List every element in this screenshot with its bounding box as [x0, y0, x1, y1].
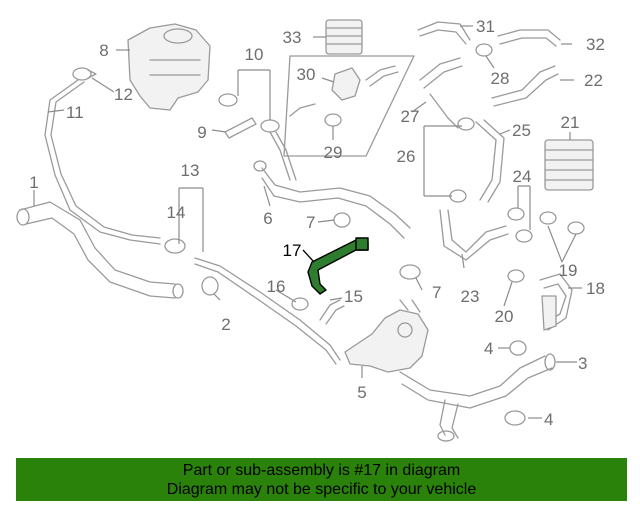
part-24-clamps[interactable]	[507, 207, 533, 243]
part-9-bolt[interactable]	[224, 117, 257, 139]
part-2-clamp[interactable]	[201, 276, 219, 296]
part-28-clamp[interactable]	[475, 43, 493, 57]
callout-28: 28	[491, 69, 510, 88]
callout-21: 21	[561, 113, 580, 132]
callout-24: 24	[513, 167, 532, 186]
callout-15: 15	[344, 287, 363, 306]
callout-4-upper: 4	[484, 339, 493, 358]
callout-25: 25	[512, 121, 531, 140]
part-32-hose[interactable]	[497, 29, 561, 47]
callout-labels: 1 2 3 4 4 5 6 7 7 8 9 10 11 12 13 14 15 …	[29, 17, 605, 429]
callout-6: 6	[263, 209, 272, 228]
callout-7-lower: 7	[432, 283, 441, 302]
callout-17-highlighted: 17	[283, 241, 302, 260]
part-29-clamp[interactable]	[324, 113, 342, 127]
part-31-pipe[interactable]	[417, 21, 471, 45]
part-25-pipe[interactable]	[475, 119, 505, 203]
callout-10: 10	[245, 45, 264, 64]
callout-26: 26	[397, 147, 416, 166]
part-33-cooler[interactable]	[325, 19, 363, 55]
callout-30: 30	[297, 65, 316, 84]
part-19-clamps[interactable]	[539, 211, 585, 235]
part-5-housing[interactable]	[344, 299, 429, 373]
part-27-hose[interactable]	[419, 57, 463, 129]
part-7-clamp-lower[interactable]	[399, 264, 421, 280]
part-11-hose[interactable]	[44, 79, 161, 245]
part-4-clamp-upper[interactable]	[509, 340, 527, 356]
callout-7-upper: 7	[306, 213, 315, 232]
part-29-30-kit-box	[283, 55, 415, 157]
part-21-oil-cooler[interactable]	[544, 139, 594, 191]
part-13-hose[interactable]	[194, 257, 341, 365]
callout-14: 14	[167, 203, 186, 222]
part-6-coolant-pipe[interactable]	[253, 131, 411, 239]
part-15-hose[interactable]	[319, 299, 345, 325]
banner-line-2: Diagram may not be specific to your vehi…	[166, 481, 477, 498]
leader-lines	[33, 25, 582, 419]
callout-22: 22	[584, 71, 603, 90]
part-17-highlighted-pipe[interactable]	[307, 237, 369, 295]
part-18-hose[interactable]	[539, 273, 573, 331]
callout-1: 1	[29, 173, 38, 192]
callout-23: 23	[461, 287, 480, 306]
part-8-expansion-tank[interactable]	[127, 23, 211, 111]
callout-9: 9	[197, 123, 206, 142]
callout-4-lower: 4	[544, 410, 553, 429]
callout-8: 8	[99, 41, 108, 60]
part-23-hose[interactable]	[439, 209, 509, 261]
banner-line-1: Part or sub-assembly is #17 in diagram	[182, 462, 461, 479]
part-14-clamp[interactable]	[164, 238, 186, 254]
callout-2: 2	[221, 315, 230, 334]
part-30-fitting[interactable]	[289, 65, 399, 117]
part-12-clamp[interactable]	[72, 67, 97, 81]
callout-31: 31	[476, 17, 495, 36]
callout-12: 12	[114, 85, 133, 104]
callout-27: 27	[401, 107, 420, 126]
callout-5: 5	[357, 383, 366, 402]
part-16-clamp[interactable]	[291, 297, 309, 311]
callout-11: 11	[66, 103, 84, 122]
part-3-hose[interactable]	[399, 353, 556, 442]
info-banner: Part or sub-assembly is #17 in diagram D…	[16, 458, 627, 501]
callout-29: 29	[324, 143, 343, 162]
part-1-hose[interactable]	[16, 201, 184, 299]
part-20-clamp[interactable]	[507, 269, 525, 283]
callout-32: 32	[586, 35, 605, 54]
part-26-clamps[interactable]	[449, 117, 475, 203]
callout-13: 13	[181, 161, 200, 180]
part-4-clamp-lower[interactable]	[504, 410, 526, 426]
callout-18: 18	[586, 279, 605, 298]
part-22-hose[interactable]	[491, 65, 559, 107]
callout-33: 33	[283, 28, 302, 47]
callout-3: 3	[578, 354, 587, 373]
callout-19: 19	[559, 261, 578, 280]
part-7-clamp-upper[interactable]	[333, 212, 351, 228]
parts-diagram: 1 2 3 4 4 5 6 7 7 8 9 10 11 12 13 14 15 …	[16, 17, 605, 442]
callout-20: 20	[495, 307, 514, 326]
callout-16: 16	[267, 277, 286, 296]
